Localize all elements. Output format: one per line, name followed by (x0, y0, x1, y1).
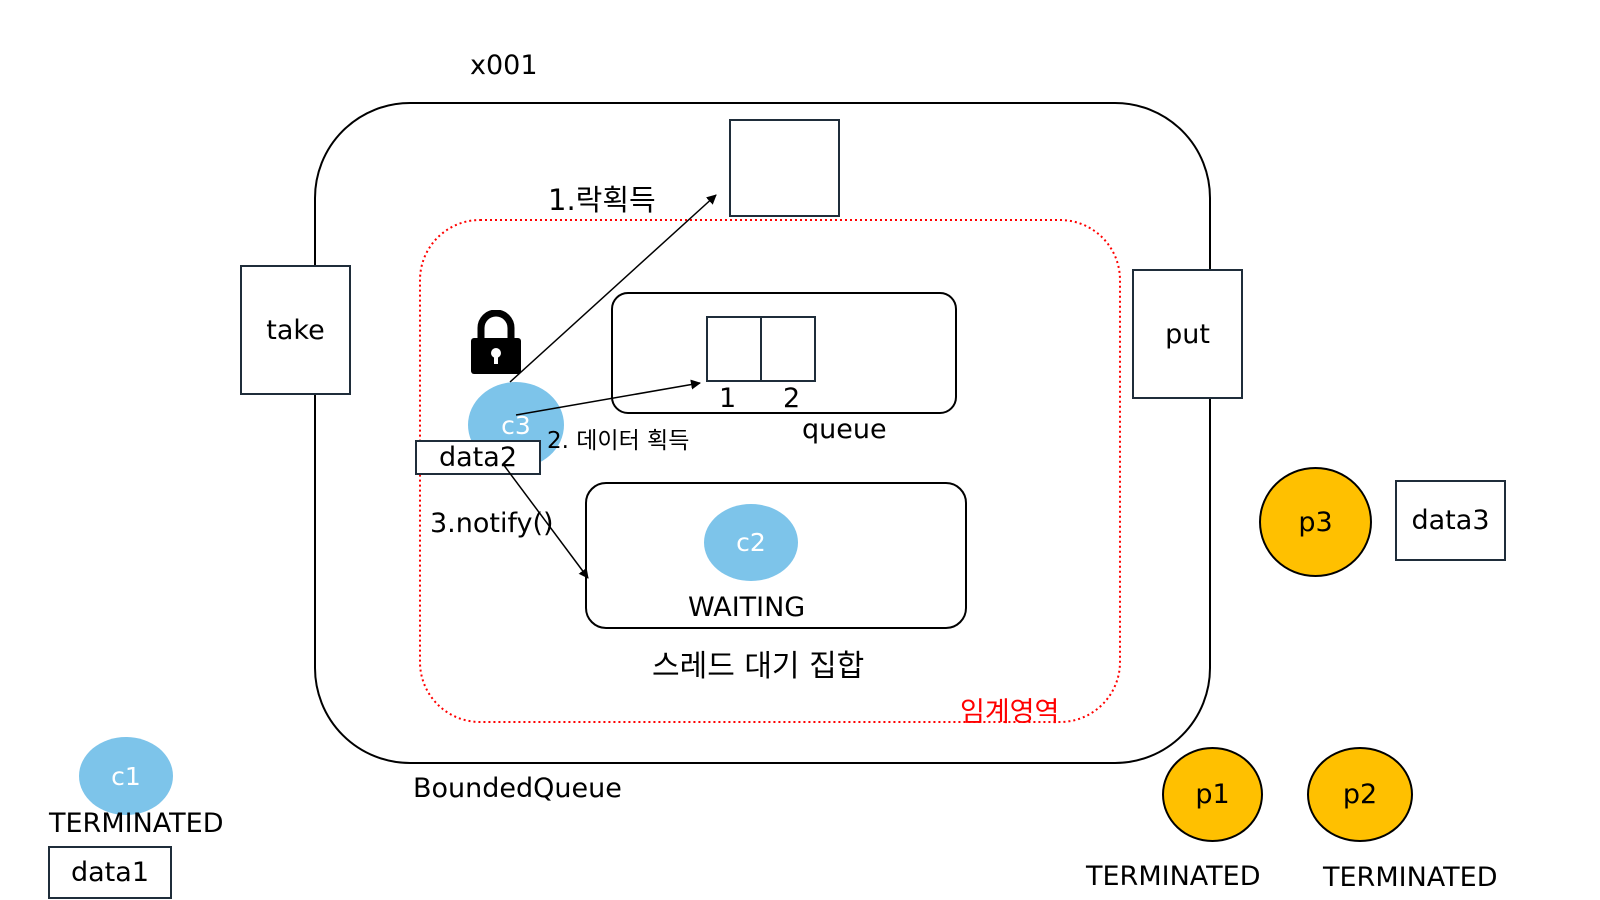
thread-p1-label: p1 (1195, 779, 1230, 810)
take-method-box: take (240, 265, 351, 395)
thread-c1-label: c1 (111, 761, 141, 791)
arrow-lock-acquire (509, 194, 717, 383)
queue-slot-2 (760, 316, 816, 382)
lock-icon (469, 309, 523, 375)
data2-box: data2 (415, 440, 541, 475)
put-method-box: put (1132, 269, 1243, 399)
step-lock-label: 1.락획득 (548, 183, 656, 217)
thread-p1: p1 (1162, 747, 1263, 842)
waiting-state-label: WAITING (688, 592, 806, 623)
thread-c1-state: TERMINATED (49, 808, 224, 839)
thread-p2-label: p2 (1342, 779, 1378, 810)
thread-p2: p2 (1307, 747, 1413, 842)
data3-box: data3 (1395, 480, 1506, 561)
arrow-data-acquire (515, 379, 701, 416)
data1-box: data1 (48, 846, 172, 899)
thread-c3: c3 (468, 382, 564, 468)
step-data-label: 2. 데이터 획득 (547, 428, 690, 454)
wait-set-container (585, 482, 967, 629)
bounded-queue-container (314, 102, 1211, 764)
critical-section-label: 임계영역 (960, 697, 1060, 728)
thread-c2-label: c2 (736, 528, 766, 557)
thread-p3-label: p3 (1298, 506, 1333, 538)
queue-slot-1-label: 1 (719, 383, 737, 414)
queue-label: queue (802, 414, 887, 445)
bounded-queue-label: BoundedQueue (413, 773, 622, 804)
thread-c3-label: c3 (501, 410, 531, 440)
queue-container (611, 292, 957, 414)
data1-label: data1 (71, 857, 149, 888)
thread-p3: p3 (1259, 467, 1372, 577)
thread-c2: c2 (704, 504, 798, 581)
thread-p2-state: TERMINATED (1323, 862, 1498, 893)
thread-c1: c1 (79, 737, 173, 815)
object-id-label: x001 (470, 50, 538, 81)
arrow-notify (502, 463, 589, 579)
put-label: put (1165, 318, 1210, 350)
take-label: take (266, 314, 325, 346)
data2-label: data2 (439, 442, 517, 473)
data3-label: data3 (1411, 505, 1490, 536)
thread-p1-state: TERMINATED (1086, 861, 1261, 892)
queue-slot-2-label: 2 (783, 383, 801, 414)
lock-box (729, 119, 840, 217)
step-notify-label: 3.notify() (430, 508, 554, 539)
queue-slot-1 (706, 316, 762, 382)
wait-set-label: 스레드 대기 집합 (652, 649, 865, 684)
